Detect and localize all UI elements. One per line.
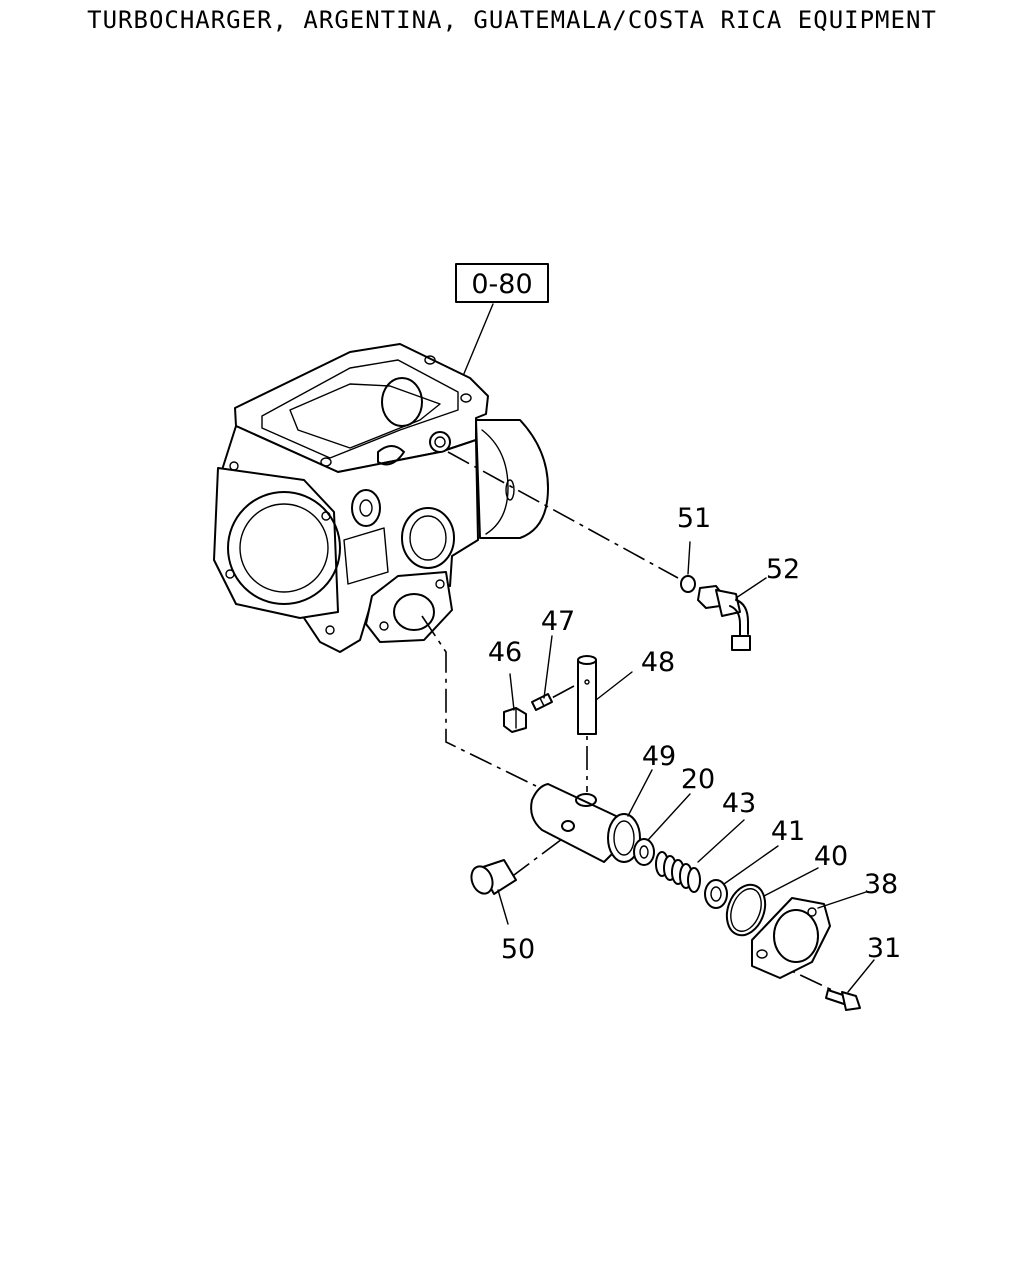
callout-50: 50 xyxy=(501,934,535,965)
part-40-o-ring[interactable] xyxy=(720,879,772,940)
part-20-washer[interactable] xyxy=(633,838,655,866)
reference-box-label: 0-80 xyxy=(471,269,532,300)
part-48-shaft[interactable] xyxy=(577,655,597,735)
callout-31: 31 xyxy=(867,933,901,964)
callout-48: 48 xyxy=(641,647,675,678)
part-31-bolt[interactable] xyxy=(825,989,861,1011)
part-51-o-ring[interactable] xyxy=(680,575,696,593)
part-52-sensor[interactable] xyxy=(697,585,751,651)
part-47-pin[interactable] xyxy=(531,693,553,711)
callout-41: 41 xyxy=(771,816,805,847)
callout-20: 20 xyxy=(681,764,715,795)
callout-47: 47 xyxy=(541,606,575,637)
callout-43: 43 xyxy=(722,788,756,819)
part-38-cover[interactable] xyxy=(751,897,831,979)
turbocharger-housing xyxy=(213,343,549,653)
callout-49: 49 xyxy=(642,741,676,772)
part-50-plug[interactable] xyxy=(468,859,517,897)
callout-52: 52 xyxy=(766,554,800,585)
part-41-washer[interactable] xyxy=(704,879,728,909)
callout-leaders xyxy=(497,541,875,993)
callout-40: 40 xyxy=(814,841,848,872)
callout-46: 46 xyxy=(488,637,522,668)
part-46-clip[interactable] xyxy=(503,707,527,733)
reference-box[interactable]: 0-80 xyxy=(455,263,549,303)
part-43-spring[interactable] xyxy=(655,851,701,893)
callout-38: 38 xyxy=(864,869,898,900)
callout-51: 51 xyxy=(677,503,711,534)
part-49-valve-body[interactable] xyxy=(530,783,641,863)
diagram-title: TURBOCHARGER, ARGENTINA, GUATEMALA/COSTA… xyxy=(87,6,937,34)
reference-leader xyxy=(462,303,494,377)
